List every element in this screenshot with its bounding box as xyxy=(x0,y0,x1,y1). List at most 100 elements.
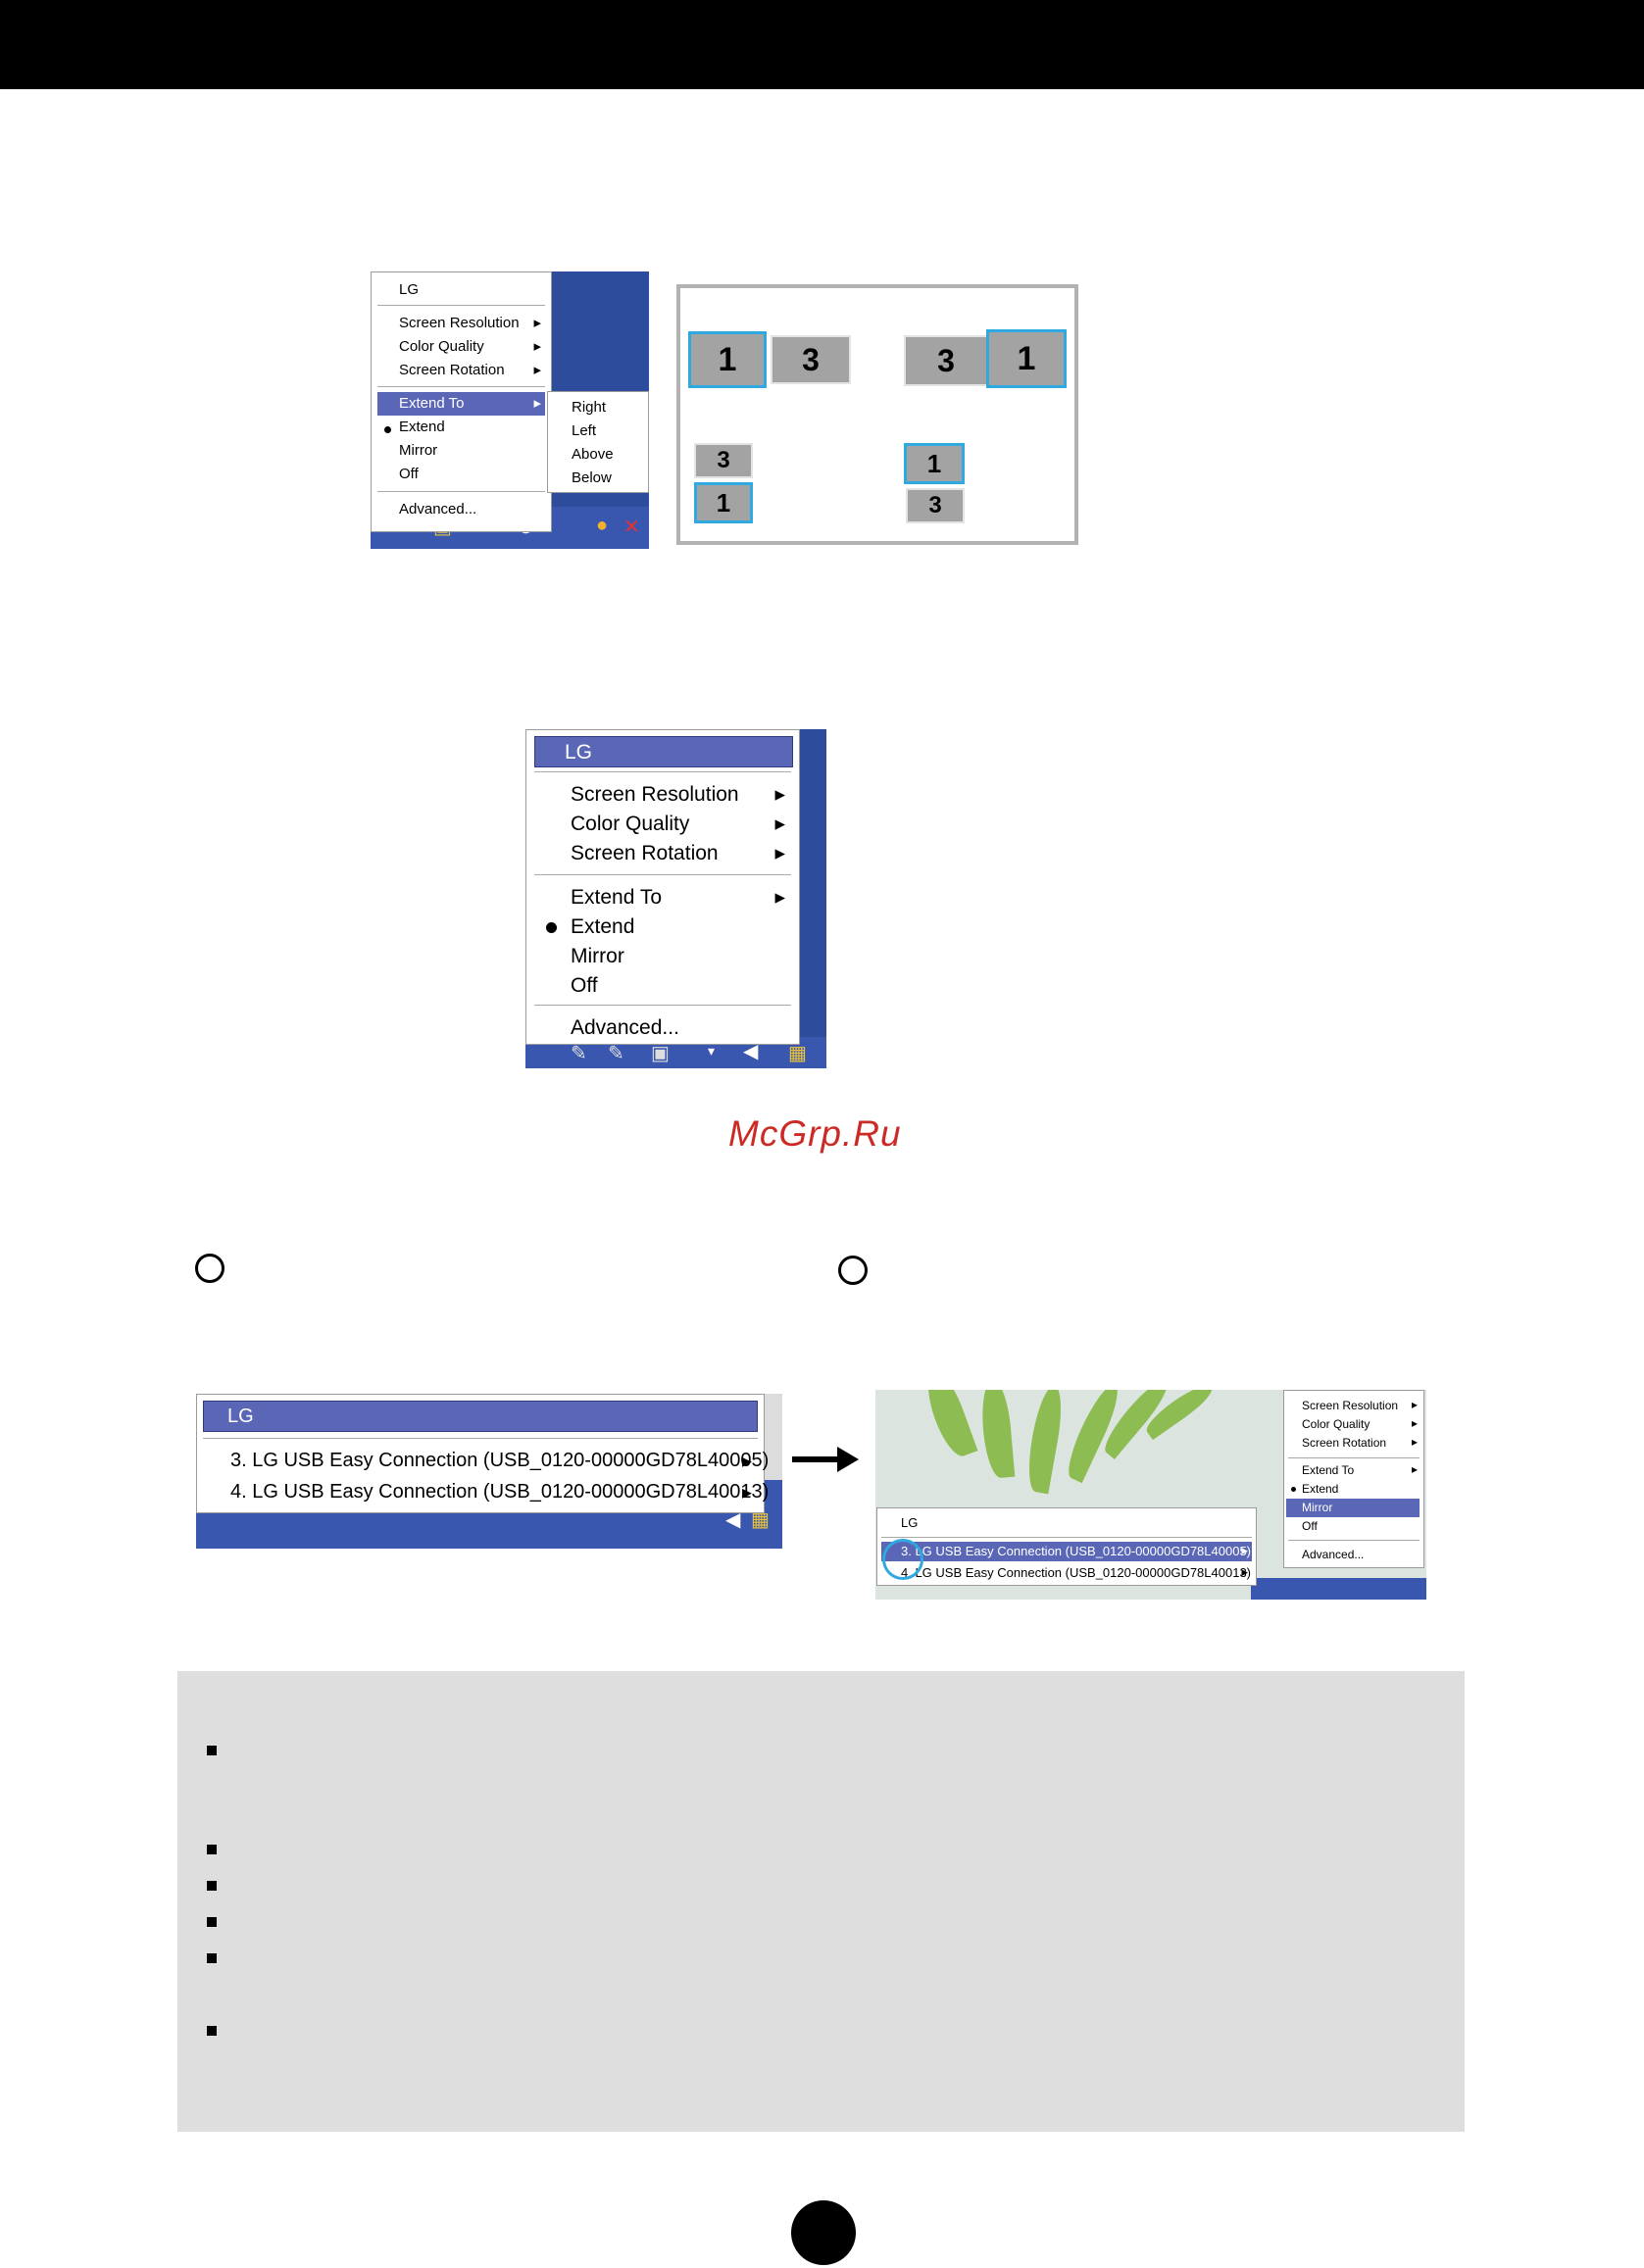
menu-item-label: Off xyxy=(399,466,419,482)
menu-item-label: Off xyxy=(1302,1519,1318,1533)
chevron-right-icon: ▸ xyxy=(533,395,541,412)
menu-item-label: Screen Rotation xyxy=(571,842,719,864)
menu-item-usb-device[interactable]: 3. LG USB Easy Connection (USB_0120-0000… xyxy=(881,1542,1252,1561)
menu-item-mirror[interactable]: Mirror xyxy=(372,439,551,463)
submenu-item-below[interactable]: Below xyxy=(548,467,648,490)
bullet-marker xyxy=(207,1845,217,1854)
submenu-item-label: Left xyxy=(572,422,597,439)
menu-item-label: Mirror xyxy=(399,442,438,459)
header-bar xyxy=(0,0,1644,89)
menu-header-label: LG xyxy=(227,1405,254,1427)
bullet-marker xyxy=(207,1881,217,1891)
menu-item-usb-device[interactable]: 3. LG USB Easy Connection (USB_0120-0000… xyxy=(197,1446,769,1475)
menu-item-label: Color Quality xyxy=(571,813,690,835)
submenu-item-left[interactable]: Left xyxy=(548,419,648,443)
menu-item-label: Screen Resolution xyxy=(399,315,520,331)
menu-item-off[interactable]: Off xyxy=(1284,1517,1423,1536)
tray-icon[interactable]: ✎ xyxy=(571,1043,587,1064)
menu-header[interactable]: LG xyxy=(877,1512,1256,1534)
menu-header[interactable]: LG xyxy=(372,278,551,302)
chevron-left-icon[interactable]: ◀ xyxy=(743,1041,759,1062)
menu-item-extend-to[interactable]: Extend To▸ xyxy=(1284,1461,1423,1480)
menu-item-off[interactable]: Off xyxy=(372,463,551,486)
monitor-extended: 3 xyxy=(906,488,965,523)
tray-icon[interactable]: ▦ xyxy=(788,1043,807,1064)
chevron-right-icon: ▸ xyxy=(741,1451,752,1472)
menu-item-extend-to[interactable]: Extend To▸ xyxy=(377,392,545,416)
bullet-marker xyxy=(207,2026,217,2036)
menu-item-extend[interactable]: Extend xyxy=(372,416,551,439)
taskbar xyxy=(1251,1578,1426,1600)
menu-item-label: Mirror xyxy=(571,945,624,967)
menu-header[interactable]: LG xyxy=(203,1401,758,1432)
menu-header-label: LG xyxy=(565,741,593,764)
menu-header-label: LG xyxy=(399,281,420,298)
arrow-right-icon xyxy=(792,1447,859,1472)
usb-device-menu: LG 3. LG USB Easy Connection (USB_0120-0… xyxy=(196,1394,769,1513)
submenu-item-above[interactable]: Above xyxy=(548,443,648,467)
submenu-item-label: Right xyxy=(572,399,607,416)
monitor-primary: 1 xyxy=(986,329,1067,388)
menu-item-color-quality[interactable]: Color Quality ▸ xyxy=(1284,1415,1423,1434)
menu-item-screen-rotation[interactable]: Screen Rotation▸ xyxy=(372,359,551,382)
menu-item-off[interactable]: Off xyxy=(526,970,799,1000)
chevron-right-icon: ▸ xyxy=(1411,1435,1418,1449)
menu-item-screen-resolution[interactable]: Screen Resolution ▸ xyxy=(1284,1397,1423,1415)
menu-item-label: Off xyxy=(571,974,598,997)
menu-item-mirror[interactable]: Mirror xyxy=(1286,1499,1420,1517)
menu-item-screen-resolution[interactable]: Screen Resolution ▸ xyxy=(372,312,551,335)
menu-item-extend[interactable]: Extend xyxy=(1284,1480,1423,1499)
bullet-marker xyxy=(207,1917,217,1927)
menu-item-mirror[interactable]: Mirror xyxy=(526,941,799,970)
context-menu-large: LG Screen Resolution▸ Color Quality▸ Scr… xyxy=(525,729,800,1045)
monitor-extended: 3 xyxy=(771,335,851,384)
menu-item-label: 4. LG USB Easy Connection (USB_0120-0000… xyxy=(230,1481,770,1503)
menu-item-label: Screen Resolution xyxy=(571,783,739,806)
monitor-primary: 1 xyxy=(904,443,965,484)
menu-header[interactable]: LG xyxy=(534,736,793,767)
menu-item-advanced[interactable]: Advanced... xyxy=(372,498,551,521)
menu-item-label: Extend xyxy=(1302,1482,1339,1496)
menu-item-label: Screen Resolution xyxy=(1302,1399,1399,1412)
submenu-item-right[interactable]: Right xyxy=(548,396,648,419)
menu-item-extend[interactable]: Extend xyxy=(526,912,799,941)
menu-item-advanced[interactable]: Advanced... xyxy=(1284,1546,1423,1564)
chevron-right-icon: ▸ xyxy=(1411,1398,1418,1411)
menu-item-screen-rotation[interactable]: Screen Rotation ▸ xyxy=(1284,1434,1423,1453)
menu-item-color-quality[interactable]: Color Quality▸ xyxy=(526,809,799,838)
tray-icon[interactable]: ▦ xyxy=(751,1509,770,1531)
tray-icon[interactable]: ▣ xyxy=(651,1043,670,1064)
chevron-right-icon: ▸ xyxy=(533,315,541,331)
menu-item-label: 3. LG USB Easy Connection (USB_0120-0000… xyxy=(230,1450,770,1471)
selected-dot-icon xyxy=(384,426,391,433)
chevron-left-icon[interactable]: ◀ xyxy=(725,1509,741,1531)
menu-item-label: Extend To xyxy=(571,886,663,909)
menu-item-label: Advanced... xyxy=(399,501,477,518)
chevron-right-icon: ▸ xyxy=(1411,1416,1418,1430)
menu-item-usb-device[interactable]: 4. LG USB Easy Connection (USB_0120-0000… xyxy=(877,1563,1256,1583)
menu-item-extend-to[interactable]: Extend To▸ xyxy=(526,882,799,912)
watermark: McGrp.Ru xyxy=(728,1113,902,1154)
chevron-down-icon[interactable]: ▾ xyxy=(708,1043,716,1059)
menu-item-screen-resolution[interactable]: Screen Resolution▸ xyxy=(526,779,799,809)
tray-icon[interactable]: ● xyxy=(596,515,609,536)
context-menu-right: Screen Resolution ▸ Color Quality ▸ Screen… xyxy=(1283,1390,1424,1568)
chevron-right-icon: ▸ xyxy=(741,1482,752,1504)
menu-item-color-quality[interactable]: Color Quality▸ xyxy=(372,335,551,359)
menu-item-label: Extend To xyxy=(1302,1463,1355,1477)
tray-icon[interactable]: ✎ xyxy=(608,1043,624,1064)
extend-to-submenu: Right Left Above Below xyxy=(547,391,649,493)
menu-item-usb-device[interactable]: 4. LG USB Easy Connection (USB_0120-0000… xyxy=(197,1477,769,1506)
menu-header-label: LG xyxy=(901,1515,919,1530)
chevron-right-icon: ▸ xyxy=(533,338,541,355)
bullet-marker xyxy=(207,1953,217,1963)
chevron-right-icon: ▸ xyxy=(774,842,785,864)
menu-item-label: Screen Rotation xyxy=(1302,1436,1387,1450)
menu-item-screen-rotation[interactable]: Screen Rotation ▸ xyxy=(526,838,799,867)
menu-item-label: 3. LG USB Easy Connection (USB_0120-0000… xyxy=(901,1544,1251,1558)
monitor-extended: 3 xyxy=(694,443,753,478)
close-icon[interactable]: ✕ xyxy=(623,517,640,538)
menu-item-label: Color Quality xyxy=(1302,1417,1370,1431)
menu-item-advanced[interactable]: Advanced... xyxy=(526,1012,799,1042)
chevron-right-icon: ▸ xyxy=(1241,1564,1248,1579)
